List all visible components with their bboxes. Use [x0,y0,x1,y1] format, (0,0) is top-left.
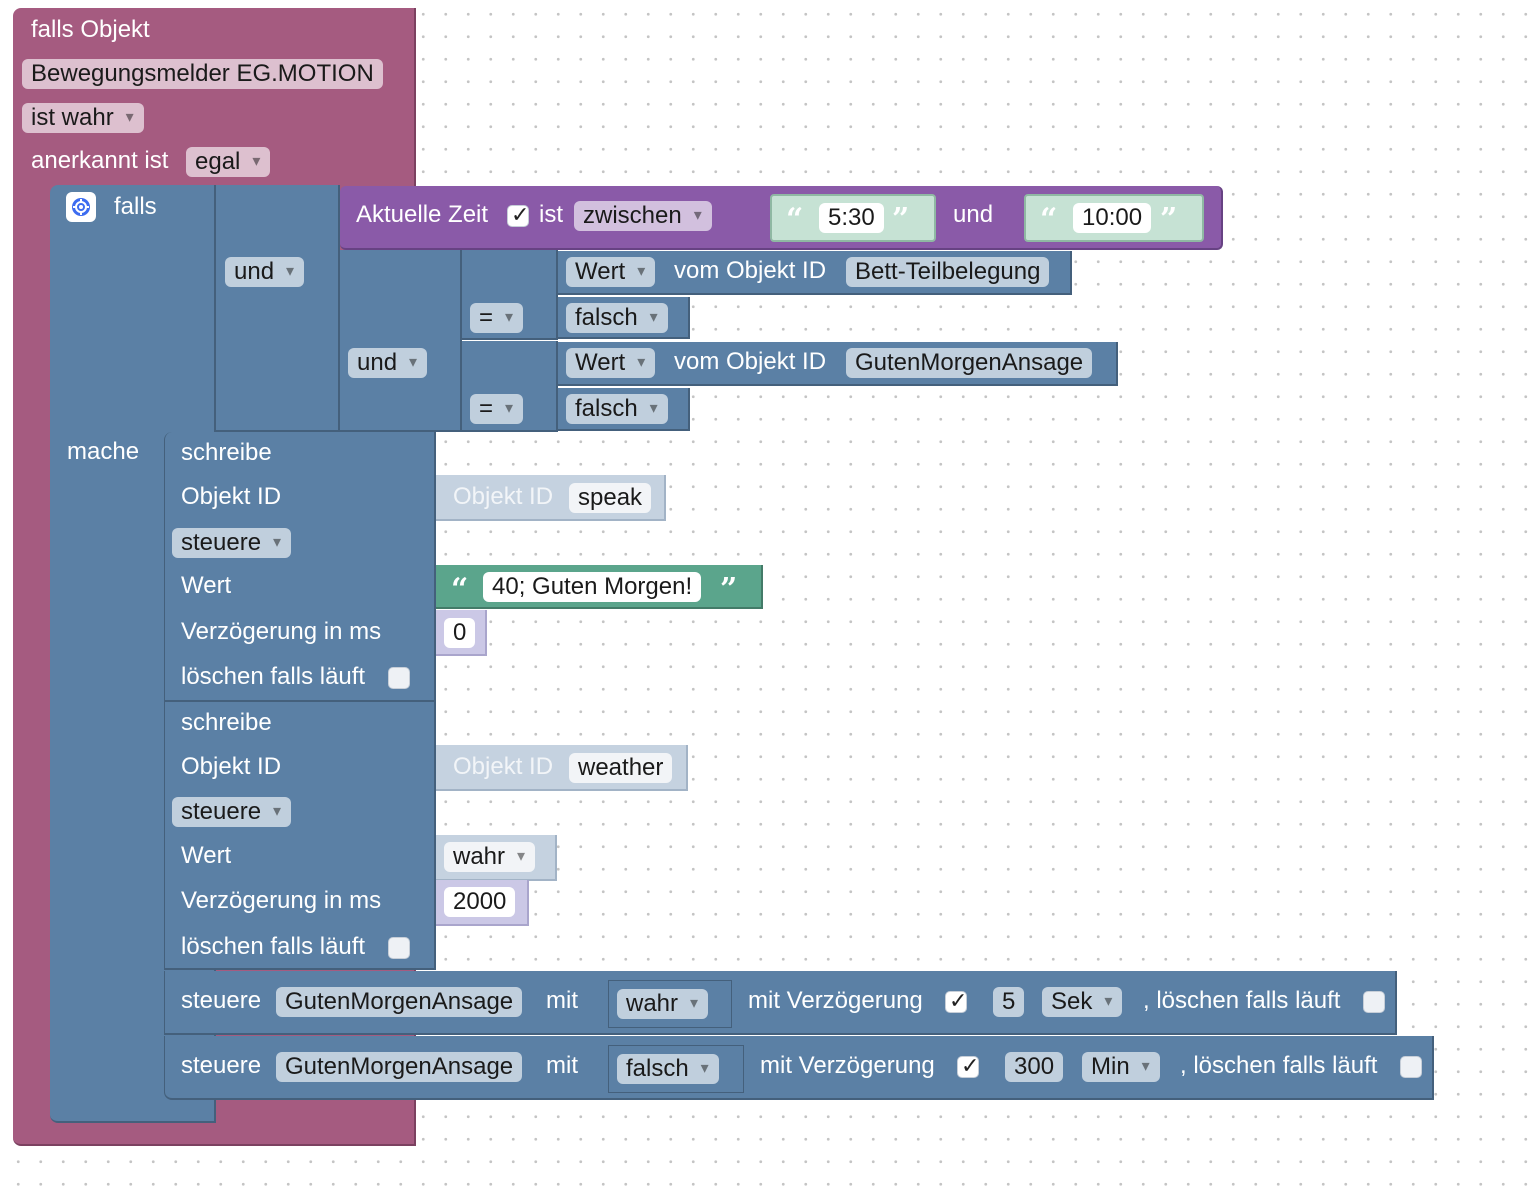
write-block-2[interactable] [164,702,436,970]
write-1-clear-label: löschen falls läuft [181,663,366,690]
write-2-clear-label: löschen falls läuft [181,933,366,960]
trigger-object-field[interactable]: Bewegungsmelder EG.MOTION [22,59,383,89]
control-1-object-field[interactable]: GutenMorgenAnsage [276,987,523,1017]
quote-close-icon: ” [720,572,738,607]
write-block-1[interactable] [164,432,436,702]
control-2-delay-label: mit Verzögerung [760,1052,935,1079]
time-operator-dropdown[interactable]: zwischen [574,201,712,231]
trigger-header: falls Objekt [31,16,150,43]
write-2-delay-input[interactable]: 2000 [444,887,516,917]
control-2-value-dropdown[interactable]: falsch [617,1054,719,1084]
write-2-title: schreibe [181,709,272,736]
if-falls-label: falls [114,193,157,220]
write-1-clear-checkbox[interactable] [388,667,410,689]
write-1-value-label: Wert [181,572,232,599]
write-1-oid-input[interactable]: speak [569,483,652,513]
write-2-value-dropdown[interactable]: wahr [444,842,536,872]
compare-2-label: vom Objekt ID [674,348,827,375]
control-2-label: steuere [181,1052,262,1079]
control-1-clear-checkbox[interactable] [1363,991,1385,1013]
quote-open-icon: “ [786,202,804,237]
compare-2-mode-dropdown[interactable]: Wert [566,348,656,378]
write-1-text-input[interactable]: 40; Guten Morgen! [483,572,702,602]
write-2-value-label: Wert [181,842,232,869]
write-2-delay-label: Verzögerung in ms [181,887,382,914]
compare-1-operator[interactable]: = [470,303,524,333]
mutator-settings[interactable] [66,192,96,222]
gear-icon [72,198,90,216]
control-1-delay-input[interactable]: 5 [993,987,1025,1017]
and-operator-inner[interactable]: und [348,348,428,378]
control-2-delay-input[interactable]: 300 [1005,1052,1064,1082]
and-block-inner[interactable] [340,250,462,432]
time-to-input[interactable]: 10:00 [1073,203,1152,233]
control-1-mit-label: mit [546,987,578,1014]
control-2-clear-checkbox[interactable] [1400,1056,1422,1078]
trigger-ack-label: anerkannt ist [31,147,169,174]
write-1-oid-label: Objekt ID [181,483,282,510]
write-1-oid-block-label: Objekt ID [453,483,554,510]
control-1-label: steuere [181,987,262,1014]
if-condition-area [216,185,340,432]
time-from-input[interactable]: 5:30 [819,203,884,233]
time-label: Aktuelle Zeit [356,201,489,228]
write-1-mode-dropdown[interactable]: steuere [172,528,292,558]
quote-open-icon: “ [451,572,469,607]
trigger-ack-dropdown[interactable]: egal [186,147,271,177]
quote-close-icon: ” [1160,202,1178,237]
compare-1-value-dropdown[interactable]: falsch [566,303,668,333]
write-2-oid-input[interactable]: weather [569,753,673,783]
control-2-mit-label: mit [546,1052,578,1079]
compare-2-object-field[interactable]: GutenMorgenAnsage [846,348,1093,378]
write-1-delay-label: Verzögerung in ms [181,618,382,645]
write-2-clear-checkbox[interactable] [388,937,410,959]
quote-close-icon: ” [892,202,910,237]
compare-1-label: vom Objekt ID [674,257,827,284]
control-1-unit-dropdown[interactable]: Sek [1042,987,1123,1017]
control-1-clear-label: , löschen falls läuft [1143,987,1341,1014]
compare-1-mode-dropdown[interactable]: Wert [566,257,656,287]
write-2-oid-block-label: Objekt ID [453,753,554,780]
control-1-delay-checkbox[interactable] [945,989,967,1014]
write-1-title: schreibe [181,439,272,466]
and-operator-outer[interactable]: und [225,257,305,287]
control-1-delay-label: mit Verzögerung [748,987,923,1014]
write-2-mode-dropdown[interactable]: steuere [172,797,292,827]
control-2-clear-label: , löschen falls läuft [1180,1052,1378,1079]
control-2-object-field[interactable]: GutenMorgenAnsage [276,1052,523,1082]
quote-open-icon: “ [1040,202,1058,237]
control-1-value-dropdown[interactable]: wahr [617,989,709,1019]
time-und-label: und [953,201,994,228]
time-checkbox[interactable] [507,203,529,228]
time-ist-label: ist [539,201,563,228]
compare-2-value-dropdown[interactable]: falsch [566,394,668,424]
compare-2-operator[interactable]: = [470,394,524,424]
compare-1-object-field[interactable]: Bett-Teilbelegung [846,257,1050,287]
trigger-condition-dropdown[interactable]: ist wahr [22,103,144,133]
write-2-oid-label: Objekt ID [181,753,282,780]
control-2-unit-dropdown[interactable]: Min [1082,1052,1160,1082]
if-mache-label: mache [67,438,140,465]
write-1-delay-input[interactable]: 0 [444,618,476,648]
control-2-delay-checkbox[interactable] [957,1054,979,1079]
